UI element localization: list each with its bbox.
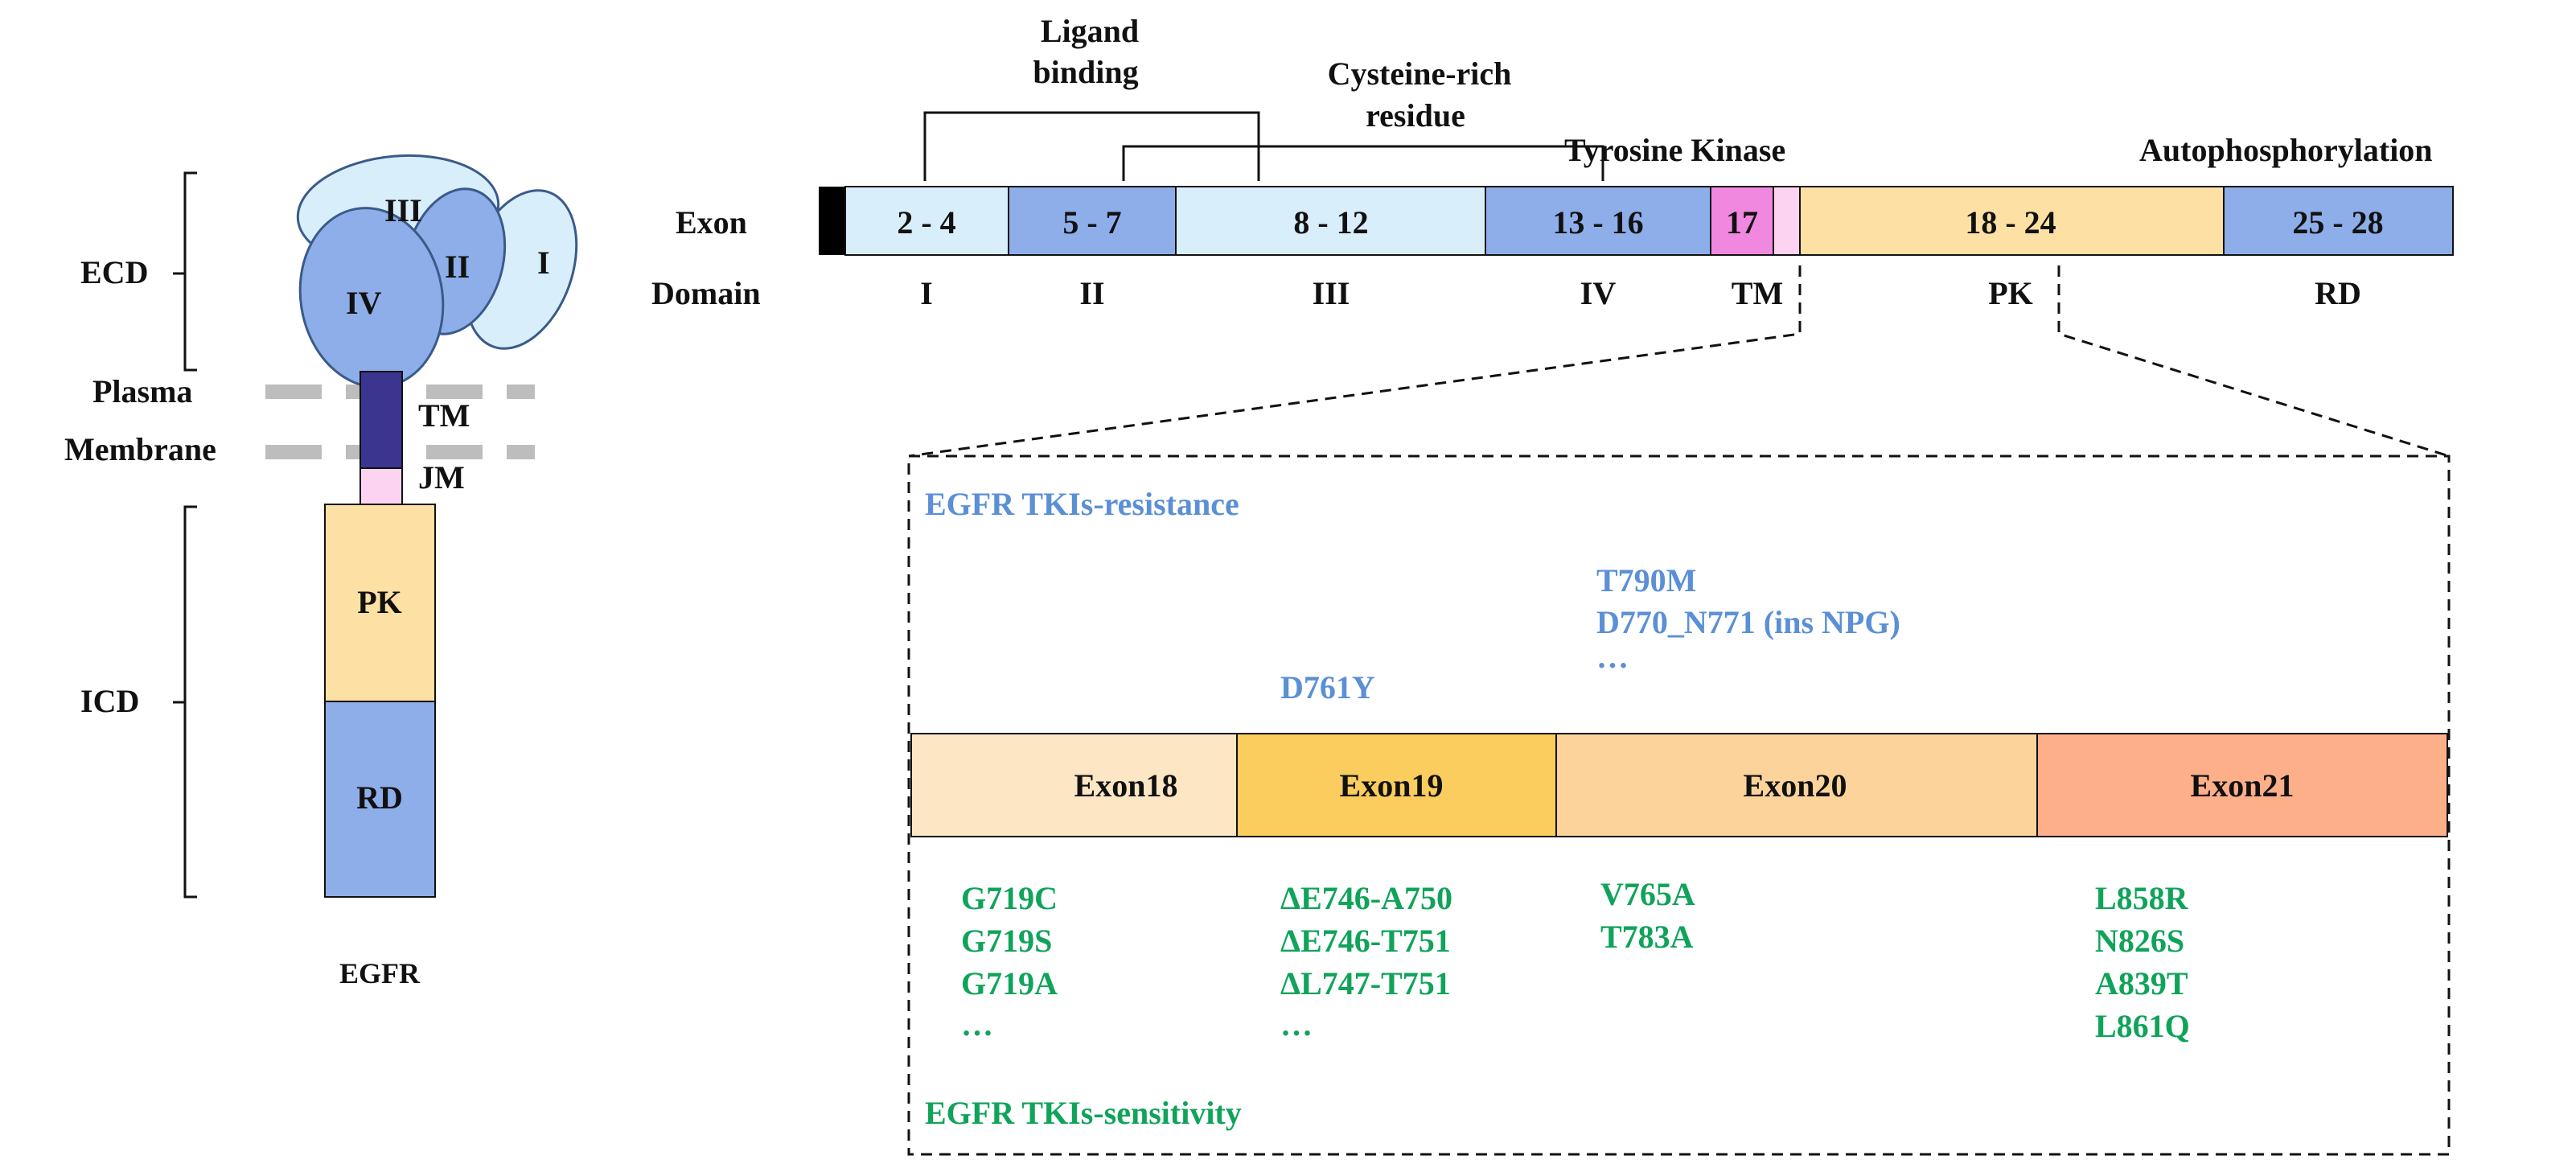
domain-II-label: II xyxy=(445,249,470,285)
exon20-box xyxy=(1555,733,2038,837)
resistance-mutation-d761y: D761Y xyxy=(1280,669,1375,705)
sens-exon21-a839t: A839T xyxy=(2095,965,2188,1001)
sens-exon19-e746-a750: ΔE746-A750 xyxy=(1280,880,1452,916)
exon-segment-8-12 xyxy=(1175,186,1486,256)
sens-exon19-more: … xyxy=(1280,1006,1313,1043)
exon-label-18-24: 18 - 24 xyxy=(1965,204,2056,241)
domain-label-II: II xyxy=(1079,275,1104,311)
ecd-bracket xyxy=(173,171,197,372)
exon-label-5-7: 5 - 7 xyxy=(1062,204,1121,241)
exon18-label: Exon18 xyxy=(1074,767,1178,804)
receptor-schematic: ECD ICD Plasma Membrane III II I IV TM J… xyxy=(64,154,578,989)
membrane-label-1: Plasma xyxy=(92,373,192,409)
sens-exon21-n826s: N826S xyxy=(2095,923,2184,959)
detail-box-border xyxy=(907,454,2451,1156)
exon19-label: Exon19 xyxy=(1340,767,1444,804)
sens-exon18-g719c: G719C xyxy=(961,880,1058,916)
exon20-label: Exon20 xyxy=(1744,767,1847,804)
domain-I-label: I xyxy=(537,245,550,281)
cysteine-rich-label-2: residue xyxy=(1366,97,1465,134)
domain-label-PK: PK xyxy=(1988,275,2033,311)
domain-III-label: III xyxy=(384,192,422,228)
rd-label: RD xyxy=(356,779,403,816)
tm-segment xyxy=(359,371,403,469)
cysteine-rich-label-1: Cysteine-rich xyxy=(1328,56,1512,92)
exon-segment-2-4 xyxy=(844,186,1009,256)
exon-segment-25-28 xyxy=(2223,186,2454,256)
pk-label: PK xyxy=(357,584,402,620)
sens-exon20-t783a: T783A xyxy=(1600,919,1694,955)
domain-label-I: I xyxy=(920,275,933,311)
exon21-box xyxy=(2036,733,2448,837)
sensitivity-title: EGFR TKIs-sensitivity xyxy=(925,1095,1242,1131)
ligand-binding-label-1: Ligand xyxy=(1041,13,1139,49)
tyrosine-kinase-label: Tyrosine Kinase xyxy=(1564,132,1785,168)
mutation-detail-box: EGFR TKIs-resistance T790M D770_N771 (in… xyxy=(907,454,2451,1156)
domain-label-RD: RD xyxy=(2315,275,2361,311)
exon-map: Ligand binding Cysteine-rich residue Tyr… xyxy=(651,13,2454,458)
icd-bracket xyxy=(173,505,197,899)
exon-segment-17-jm xyxy=(1773,186,1801,256)
resistance-mutation-ins-npg: D770_N771 (ins NPG) xyxy=(1596,604,1900,640)
jm-segment xyxy=(359,467,403,505)
exon19-box xyxy=(1236,733,1557,837)
sens-exon19-e746-t751: ΔE746-T751 xyxy=(1280,923,1451,959)
membrane-label-2: Membrane xyxy=(64,431,216,467)
zoom-connector-right xyxy=(2057,265,2450,458)
sens-exon18-g719s: G719S xyxy=(961,923,1052,959)
icd-label: ICD xyxy=(80,683,139,719)
tm-label: TM xyxy=(418,397,470,434)
sens-exon20-v765a: V765A xyxy=(1600,876,1695,912)
resistance-title: EGFR TKIs-resistance xyxy=(925,486,1239,522)
cysteine-rich-bracket xyxy=(1122,145,1604,181)
domain-label-III: III xyxy=(1313,275,1350,311)
autophosphorylation-label: Autophosphorylation xyxy=(2139,132,2433,168)
exon-row-label: Exon xyxy=(676,204,747,241)
domain-label-TM: TM xyxy=(1732,275,1783,311)
exon-segment-13-16 xyxy=(1485,186,1711,256)
exon21-label: Exon21 xyxy=(2191,767,2295,804)
resistance-mutation-more: … xyxy=(1596,639,1629,675)
exon-label-13-16: 13 - 16 xyxy=(1552,204,1643,241)
exon-segment-5-7 xyxy=(1008,186,1177,256)
ligand-binding-label-2: binding xyxy=(1033,54,1138,90)
jm-label: JM xyxy=(418,459,465,496)
exon-label-8-12: 8 - 12 xyxy=(1293,204,1368,241)
receptor-caption: EGFR xyxy=(339,957,421,989)
sens-exon21-l858r: L858R xyxy=(2095,880,2189,916)
exon-label-25-28: 25 - 28 xyxy=(2292,204,2383,241)
domain-IV-label: IV xyxy=(346,285,382,321)
sens-exon18-more: … xyxy=(961,1006,993,1043)
domain-label-IV: IV xyxy=(1580,275,1617,311)
exon-label-2-4: 2 - 4 xyxy=(897,204,955,241)
sens-exon18-g719a: G719A xyxy=(961,965,1058,1001)
exon-label-17: 17 xyxy=(1726,204,1758,241)
sens-exon19-l747-t751: ΔL747-T751 xyxy=(1280,965,1451,1001)
zoom-connector-left xyxy=(908,265,1802,458)
sens-exon21-l861q: L861Q xyxy=(2095,1008,2190,1044)
pk-block xyxy=(324,504,436,702)
resistance-mutation-t790m: T790M xyxy=(1596,562,1696,598)
exon-segment-18-24 xyxy=(1799,186,2225,256)
exon-signal-peptide xyxy=(819,187,845,255)
rd-block xyxy=(324,701,436,898)
exon18-box xyxy=(910,733,1238,837)
ecd-label: ECD xyxy=(80,254,148,290)
domain-row-label: Domain xyxy=(651,275,761,311)
